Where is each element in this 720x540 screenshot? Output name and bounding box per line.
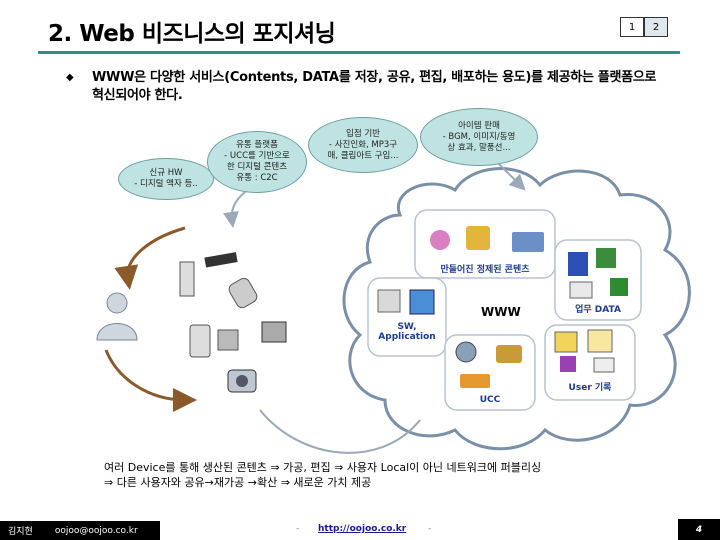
data-icons: [568, 248, 628, 299]
footer-url-link[interactable]: http://oojoo.co.kr: [318, 524, 407, 534]
bubble-item-sales: 아이템 판매 - BGM, 이미지/동영 상 효과, 말풍선...: [420, 108, 538, 166]
footer-author-name: 김지현: [8, 527, 33, 537]
bubble-distribution-line-4: 유통 : C2C: [236, 173, 278, 183]
label-business-data: 업무 DATA: [575, 305, 621, 315]
www-label: WWW: [481, 305, 521, 319]
bullet-icon: ◆: [66, 72, 74, 83]
label-ucc: UCC: [479, 395, 501, 405]
bubble-distribution-line-2: - UCC를 기반으로: [224, 151, 290, 161]
contents-icons: [430, 226, 544, 252]
bubble-item-sales-line-1: 아이템 판매: [458, 120, 500, 131]
page-number: 4: [678, 519, 720, 540]
caption-line-1: 여러 Device를 통해 생산된 콘텐츠 ⇒ 가공, 편집 ⇒ 사용자 Loc…: [104, 461, 542, 474]
bubble-store-line-1: 입점 기반: [346, 128, 380, 139]
bubble-new-hw-line-2: - 디지털 액자 등..: [134, 179, 198, 189]
title-divider: [38, 51, 680, 54]
page-tabs: 1 2: [620, 17, 668, 37]
bubble-distribution: 유통 플랫폼 - UCC를 기반으로 한 디지털 콘텐츠 유통 : C2C: [207, 131, 307, 193]
ucc-icons: [455, 341, 522, 388]
sw-icons: [377, 289, 435, 315]
footer-dash-right: -: [428, 524, 432, 534]
footer-dash-left: -: [296, 524, 300, 534]
bubble-store-line-3: 매, 클립아트 구입...: [327, 150, 399, 161]
label-user-record: User 기록: [568, 383, 612, 393]
page-tab-2[interactable]: 2: [644, 17, 668, 37]
page-tab-1[interactable]: 1: [620, 17, 644, 37]
caption-line-2: ⇒ 다른 사용자와 공유→재가공 →확산 ⇒ 새로운 가치 제공: [104, 476, 372, 489]
label-contents: 만들어진 정제된 콘텐츠: [440, 265, 530, 275]
main-bullet-text: WWW은 다양한 서비스(Contents, DATA를 저장, 공유, 편집,…: [92, 70, 657, 103]
bubble-new-hw-line-1: 신규 HW: [149, 168, 183, 178]
device-cycle-arrow: [104, 226, 197, 412]
user-icons: [554, 329, 615, 373]
bubble-store: 입점 기반 - 사진인화, MP3구 매, 클립아트 구입...: [308, 117, 418, 173]
diagram-caption: 여러 Device를 통해 생산된 콘텐츠 ⇒ 가공, 편집 ⇒ 사용자 Loc…: [104, 460, 541, 490]
label-sw-application: SW, Application: [378, 322, 436, 342]
device-icons: [179, 252, 287, 393]
bubble-store-line-2: - 사진인화, MP3구: [328, 139, 398, 150]
user-figure-icon: [96, 292, 138, 341]
bubble-item-sales-line-3: 상 효과, 말풍선...: [447, 142, 511, 153]
bubble-new-hw: 신규 HW - 디지털 액자 등..: [118, 158, 214, 200]
bubble-item-sales-line-2: - BGM, 이미지/동영: [442, 131, 516, 142]
bubble-distribution-line-1: 유통 플랫폼: [236, 140, 278, 150]
slide-title: 2. Web 비즈니스의 포지셔닝: [48, 21, 336, 47]
footer-author-bar: 김지현 oojoo@oojoo.co.kr: [0, 521, 160, 540]
footer-email: oojoo@oojoo.co.kr: [54, 525, 138, 536]
bubble-distribution-line-3: 한 디지털 콘텐츠: [226, 162, 288, 172]
